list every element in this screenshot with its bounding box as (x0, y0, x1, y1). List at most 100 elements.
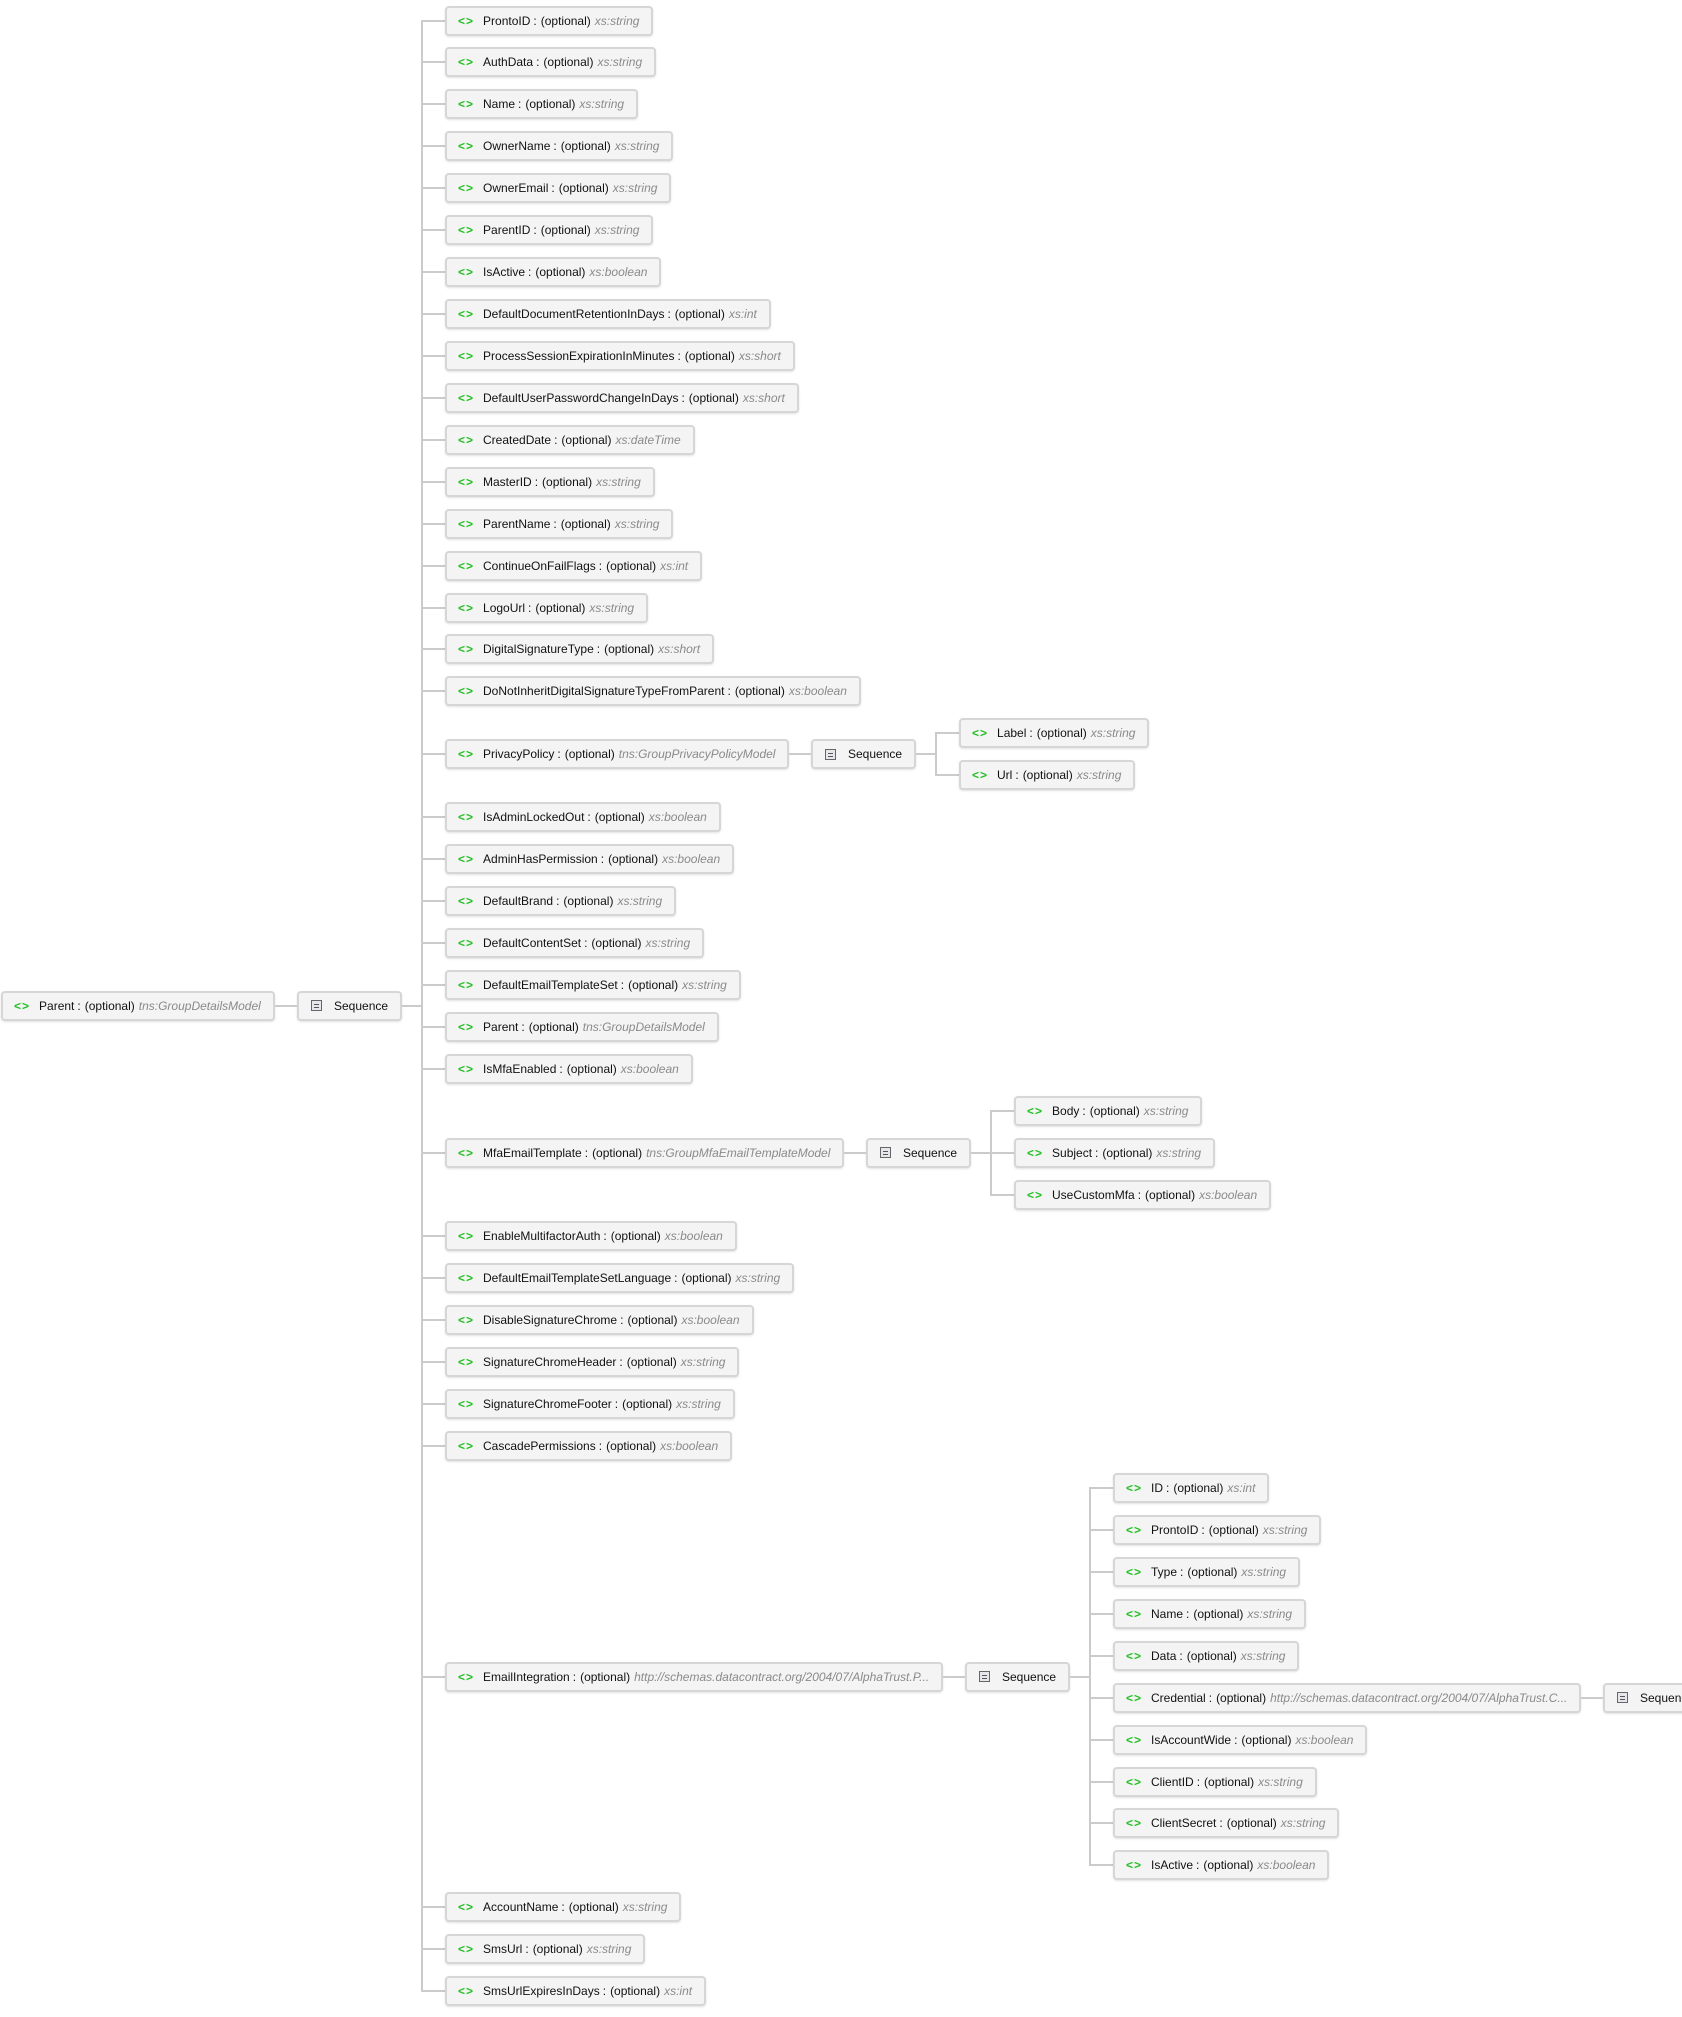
element-icon: <> (972, 768, 989, 783)
element-node-default-email-template-set-language[interactable]: <>DefaultEmailTemplateSetLanguage:(optio… (445, 1263, 795, 1294)
element-icon: <> (1027, 1103, 1044, 1118)
element-node-owner-name[interactable]: <>OwnerName:(optional)xs:string (445, 131, 674, 162)
element-type: tns:GroupMfaEmailTemplateModel (646, 1145, 831, 1160)
name-separator: : (1196, 1858, 1200, 1873)
connector-line (422, 564, 445, 567)
occurrence-label: (optional) (608, 852, 659, 867)
name-separator: : (572, 1669, 577, 1684)
element-node-label[interactable]: <>Label:(optional)xs:string (959, 718, 1150, 749)
element-node-name[interactable]: <>Name:(optional)xs:string (1113, 1598, 1307, 1629)
element-node-default-email-template-set[interactable]: <>DefaultEmailTemplateSet:(optional)xs:s… (445, 969, 741, 1000)
element-icon: <> (458, 684, 475, 699)
element-node-default-brand[interactable]: <>DefaultBrand:(optional)xs:string (445, 886, 677, 917)
name-separator: : (1186, 1606, 1190, 1621)
element-name: SignatureChromeHeader (483, 1355, 617, 1370)
element-node-parent-id[interactable]: <>ParentID:(optional)xs:string (445, 215, 654, 246)
element-node-client-secret[interactable]: <>ClientSecret:(optional)xs:string (1113, 1808, 1340, 1839)
name-separator: : (598, 558, 603, 573)
element-node-default-content-set[interactable]: <>DefaultContentSet:(optional)xs:string (445, 927, 705, 958)
element-type: xs:string (1247, 1606, 1293, 1621)
connector-line (916, 753, 936, 756)
element-node-parent[interactable]: <>Parent:(optional)tns:GroupDetailsModel (445, 1011, 719, 1042)
element-node-cascade-permissions[interactable]: <>CascadePermissions:(optional)xs:boolea… (445, 1431, 733, 1462)
connector-line (936, 774, 959, 777)
name-separator: : (1219, 1816, 1223, 1831)
element-icon: <> (1126, 1774, 1143, 1789)
element-node-auth-data[interactable]: <>AuthData:(optional)xs:string (445, 47, 657, 78)
element-node-process-session-expiration-in-minutes[interactable]: <>ProcessSessionExpirationInMinutes:(opt… (445, 340, 795, 371)
element-node-logo-url[interactable]: <>LogoUrl:(optional)xs:string (445, 592, 649, 623)
element-icon: <> (458, 1397, 475, 1412)
element-node-body[interactable]: <>Body:(optional)xs:string (1014, 1095, 1203, 1126)
element-icon: <> (458, 1900, 475, 1915)
occurrence-label: (optional) (580, 1669, 631, 1684)
element-node-privacy-policy[interactable]: <>PrivacyPolicy:(optional)tns:GroupPriva… (445, 739, 790, 770)
element-node-credential[interactable]: <>Credential:(optional)http://schemas.da… (1113, 1682, 1582, 1713)
element-node-is-account-wide[interactable]: <>IsAccountWide:(optional)xs:boolean (1113, 1724, 1368, 1755)
element-icon: <> (458, 1984, 475, 1999)
name-separator: : (1201, 1522, 1205, 1537)
element-node-sms-url-expires-in-days[interactable]: <>SmsUrlExpiresInDays:(optional)xs:int (445, 1976, 707, 2007)
element-node-disable-signature-chrome[interactable]: <>DisableSignatureChrome:(optional)xs:bo… (445, 1305, 754, 1336)
element-node-type[interactable]: <>Type:(optional)xs:string (1113, 1556, 1301, 1587)
element-node-created-date[interactable]: <>CreatedDate:(optional)xs:dateTime (445, 424, 695, 455)
element-node-pronto-id[interactable]: <>ProntoID:(optional)xs:string (445, 5, 654, 36)
element-name: Label (997, 726, 1027, 741)
element-node-use-custom-mfa[interactable]: <>UseCustomMfa:(optional)xs:boolean (1014, 1179, 1272, 1210)
sequence-node[interactable]: Sequence (811, 739, 917, 770)
element-node-is-active[interactable]: <>IsActive:(optional)xs:boolean (1113, 1850, 1330, 1881)
element-node-client-id[interactable]: <>ClientID:(optional)xs:string (1113, 1766, 1317, 1797)
occurrence-label: (optional) (604, 642, 655, 657)
element-node-default-document-retention-in-days[interactable]: <>DefaultDocumentRetentionInDays:(option… (445, 299, 771, 329)
sequence-node[interactable]: Sequence (866, 1137, 972, 1168)
element-node-master-id[interactable]: <>MasterID:(optional)xs:string (445, 466, 655, 497)
occurrence-label: (optional) (1241, 1732, 1292, 1747)
occurrence-label: (optional) (592, 1145, 643, 1160)
sequence-node[interactable]: Sequence (297, 990, 403, 1021)
occurrence-label: (optional) (1036, 726, 1087, 741)
element-node-url[interactable]: <>Url:(optional)xs:string (959, 760, 1136, 791)
element-icon: <> (458, 55, 475, 70)
name-separator: : (677, 348, 681, 363)
element-node-id[interactable]: <>ID:(optional)xs:int (1113, 1473, 1270, 1504)
element-node-continue-on-fail-flags[interactable]: <>ContinueOnFailFlags:(optional)xs:int (445, 550, 703, 581)
connector-line (991, 1109, 1014, 1112)
connector-line (1090, 1612, 1113, 1615)
element-node-owner-email[interactable]: <>OwnerEmail:(optional)xs:string (445, 173, 672, 204)
element-node-sms-url[interactable]: <>SmsUrl:(optional)xs:string (445, 1934, 646, 1965)
element-node-parent-name[interactable]: <>ParentName:(optional)xs:string (445, 508, 674, 539)
element-name: EnableMultifactorAuth (483, 1229, 601, 1244)
connector-line (935, 732, 937, 777)
element-node-is-active[interactable]: <>IsActive:(optional)xs:boolean (445, 257, 662, 288)
element-node-account-name[interactable]: <>AccountName:(optional)xs:string (445, 1892, 682, 1923)
element-node-digital-signature-type[interactable]: <>DigitalSignatureType:(optional)xs:shor… (445, 634, 715, 665)
element-name: Data (1151, 1648, 1177, 1663)
element-icon: <> (1126, 1732, 1143, 1747)
element-node-signature-chrome-header[interactable]: <>SignatureChromeHeader:(optional)xs:str… (445, 1347, 740, 1378)
element-icon: <> (458, 747, 475, 762)
element-type: xs:string (612, 181, 658, 196)
element-node-default-user-password-change-in-days[interactable]: <>DefaultUserPasswordChangeInDays:(optio… (445, 382, 799, 413)
element-node-enable-multifactor-auth[interactable]: <>EnableMultifactorAuth:(optional)xs:boo… (445, 1221, 737, 1252)
occurrence-label: (optional) (543, 55, 594, 70)
element-node-admin-has-permission[interactable]: <>AdminHasPermission:(optional)xs:boolea… (445, 844, 735, 875)
element-node-data[interactable]: <>Data:(optional)xs:string (1113, 1640, 1300, 1671)
element-node-parent[interactable]: <>Parent:(optional)tns:GroupDetailsModel (1, 990, 275, 1021)
element-type: xs:short (658, 642, 701, 657)
element-node-email-integration[interactable]: <>EmailIntegration:(optional)http://sche… (445, 1661, 944, 1692)
sequence-node[interactable]: Sequence (965, 1661, 1071, 1692)
element-icon: <> (1126, 1564, 1143, 1579)
element-name: PrivacyPolicy (483, 747, 555, 762)
element-node-subject[interactable]: <>Subject:(optional)xs:string (1014, 1137, 1216, 1168)
element-node-name[interactable]: <>Name:(optional)xs:string (445, 89, 639, 120)
element-node-do-not-inherit-digital-signature-type-from-parent[interactable]: <>DoNotInheritDigitalSignatureTypeFromPa… (445, 676, 861, 707)
element-node-mfa-email-template[interactable]: <>MfaEmailTemplate:(optional)tns:GroupMf… (445, 1137, 845, 1168)
name-separator: : (533, 223, 537, 238)
element-node-is-admin-locked-out[interactable]: <>IsAdminLockedOut:(optional)xs:boolean (445, 802, 721, 833)
element-node-signature-chrome-footer[interactable]: <>SignatureChromeFooter:(optional)xs:str… (445, 1389, 735, 1420)
element-node-is-mfa-enabled[interactable]: <>IsMfaEnabled:(optional)xs:boolean (445, 1053, 693, 1084)
element-node-pronto-id[interactable]: <>ProntoID:(optional)xs:string (1113, 1514, 1322, 1545)
sequence-node[interactable]: Sequence (1603, 1682, 1682, 1713)
element-name: Parent (483, 1019, 519, 1034)
element-name: Type (1151, 1564, 1178, 1579)
